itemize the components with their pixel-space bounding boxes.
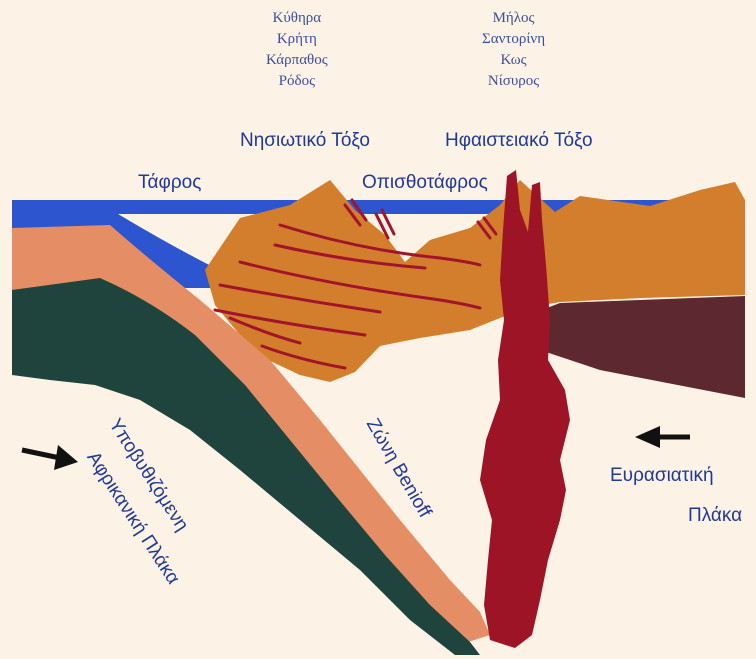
eurasian-plate-label-line1: Ευρασιατική xyxy=(610,465,714,487)
island-arc-island: Ρόδος xyxy=(266,71,328,92)
island-arc-label: Νησιωτικό Τόξο xyxy=(240,130,370,152)
back-arc-label: Οπισθοτάφρος xyxy=(362,172,488,194)
volcanic-arc-label: Ηφαιστειακό Τόξο xyxy=(445,130,593,152)
volcanic-arc-island: Κως xyxy=(482,50,545,71)
island-arc-island: Κάρπαθος xyxy=(266,50,328,71)
island-arc-island: Κύθηρα xyxy=(266,8,328,29)
island-arc-island: Κρήτη xyxy=(266,29,328,50)
volcanic-arc-island-list: Μήλος Σαντορίνη Κως Νίσυρος xyxy=(482,8,545,92)
volcanic-arc-island: Σαντορίνη xyxy=(482,29,545,50)
volcanic-arc-island: Νίσυρος xyxy=(482,71,545,92)
trench-label: Τάφρος xyxy=(138,172,201,194)
eurasian-plate-label-line2: Πλάκα xyxy=(688,505,742,527)
arrow-left-icon xyxy=(635,426,690,448)
arrow-right-icon xyxy=(22,445,78,470)
island-arc-island-list: Κύθηρα Κρήτη Κάρπαθος Ρόδος xyxy=(266,8,328,92)
volcanic-arc-island: Μήλος xyxy=(482,8,545,29)
